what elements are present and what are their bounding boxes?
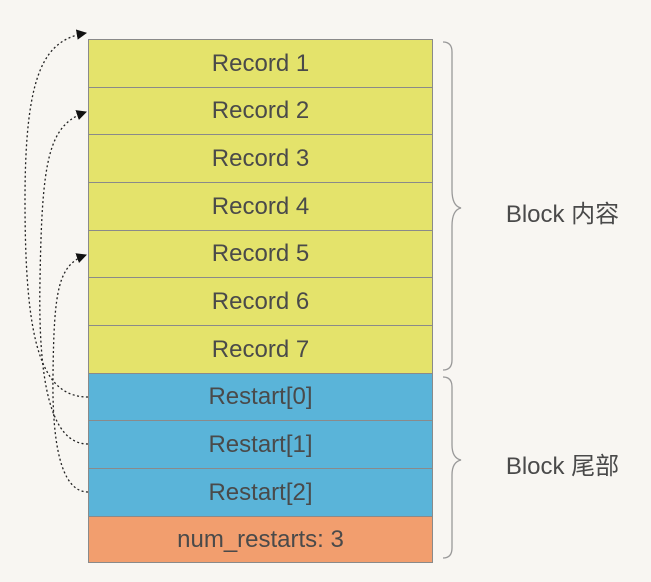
restart-1-cell: Restart[1] [88,420,433,469]
restart-0-cell: Restart[0] [88,373,433,421]
record-7-cell: Record 7 [88,325,433,374]
num-restarts-label: num_restarts: 3 [177,525,344,553]
block-content-brace [442,41,462,371]
block-trailer-label: Block 尾部 [505,453,620,480]
record-5-cell: Record 5 [88,230,433,278]
restart-1-pointer-arrow [39,110,89,445]
record-4-label: Record 4 [211,192,310,220]
block-trailer-brace [442,376,462,559]
record-2-cell: Record 2 [88,87,433,135]
record-1-label: Record 1 [211,49,310,77]
record-4-cell: Record 4 [88,182,433,231]
record-7-label: Record 7 [211,335,310,363]
restart-1-label: Restart[1] [208,430,313,458]
restart-2-cell: Restart[2] [88,468,433,517]
record-3-label: Record 3 [211,144,310,172]
restart-2-label: Restart[2] [208,478,313,506]
num-restarts-cell: num_restarts: 3 [88,516,433,563]
record-1-cell: Record 1 [88,39,433,88]
block-content-label: Block 内容 [505,201,620,228]
record-2-label: Record 2 [211,97,310,124]
record-5-label: Record 5 [211,240,310,267]
record-6-label: Record 6 [211,287,310,315]
restart-2-pointer-arrow [52,253,89,493]
record-6-cell: Record 6 [88,277,433,326]
restart-0-label: Restart[0] [208,383,313,410]
record-3-cell: Record 3 [88,134,433,183]
restart-0-pointer-arrow [24,29,89,398]
